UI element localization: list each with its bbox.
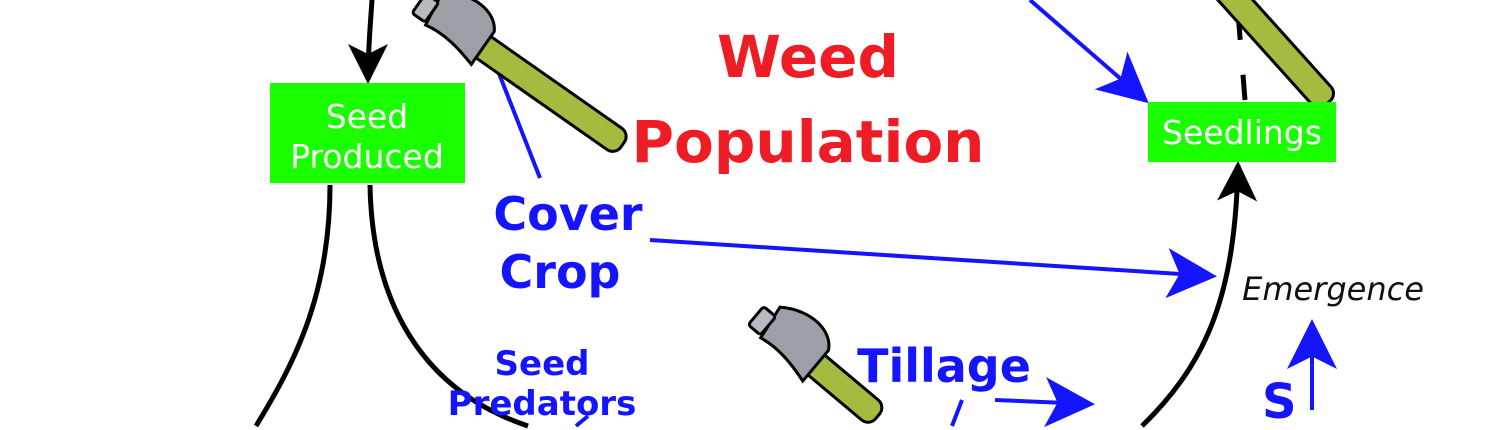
curve-seed-left — [253, 184, 333, 428]
hammer-icon — [1187, 0, 1335, 109]
title-line-2: Population — [632, 108, 985, 176]
seed-produced-label-1: Seed — [326, 97, 409, 136]
hammer-icon — [411, 0, 628, 153]
title-line-1: Weed — [717, 23, 899, 91]
hammer-icon — [747, 305, 884, 424]
curve-to-seedlings — [1140, 161, 1258, 428]
seed-predators-label-2: Predators — [448, 384, 637, 424]
seedlings-label: Seedlings — [1162, 113, 1322, 152]
arrow-cover-crop-emergence — [649, 238, 1217, 299]
seed-produced-label-2: Produced — [290, 137, 444, 176]
tillage-label: Tillage — [857, 339, 1031, 393]
seedlings-box — [1148, 102, 1336, 162]
seed-produced-box — [270, 83, 465, 183]
seed-predators-arrow — [574, 414, 590, 428]
arrow-to-seed-produced — [348, 0, 389, 84]
cover-crop-label-2: Crop — [500, 245, 621, 299]
arrow-to-seedlings — [1028, 0, 1149, 104]
partial-tactic-label: S — [1262, 374, 1297, 430]
emergence-label: Emergence — [1242, 270, 1424, 308]
tillage-line-1 — [950, 399, 964, 427]
cover-crop-label-1: Cover — [493, 187, 643, 241]
arrow-tillage — [994, 377, 1095, 428]
curve-seed-inner — [367, 184, 529, 429]
seed-predators-label-1: Seed — [495, 344, 590, 384]
